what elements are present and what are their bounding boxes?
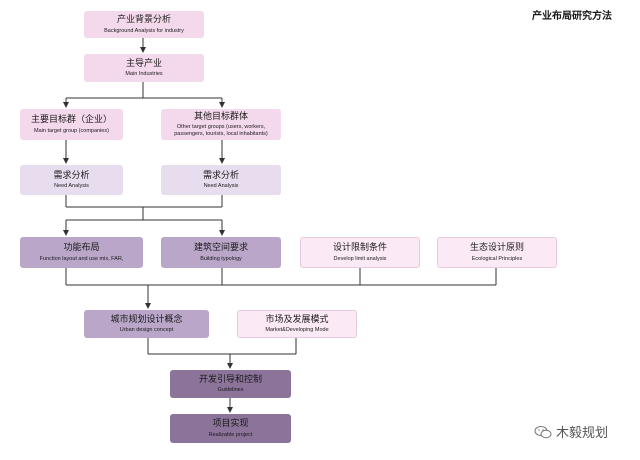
background-analysis-zh: 产业背景分析 [116,15,171,26]
need-analysis-right-box: 需求分析 Need Analysis [161,165,281,195]
market-developing-mode-box: 市场及发展模式 Market&Developing Mode [237,310,357,338]
main-industries-en: Main Industries [125,71,163,78]
other-target-groups-zh: 其他目标群体 [193,112,248,123]
background-analysis-en: Background Analysis for industry [104,27,184,34]
realizable-project-zh: 项目实现 [212,419,249,430]
background-analysis-box: 产业背景分析 Background Analysis for industry [84,11,204,38]
page-title: 产业布局研究方法 [532,11,612,22]
ecological-principles-en: Ecological Principles [471,255,523,262]
function-layout-zh: 功能布局 [63,243,100,254]
need-analysis-left-en: Need Analysis [54,183,89,190]
main-target-group-zh: 主要目标群（企业） [30,115,112,126]
need-analysis-right-en: Need Analysis [203,183,239,190]
develop-limit-box: 设计限制条件 Develop limit analysis [300,237,420,268]
guidelines-zh: 开发引导和控制 [198,374,262,385]
realizable-project-box: 项目实现 Realizable project [170,414,291,443]
urban-design-concept-box: 城市规划设计概念 Urban design concept [84,310,209,338]
develop-limit-en: Develop limit analysis [333,255,387,262]
guidelines-box: 开发引导和控制 Guidelines [170,370,291,398]
ecological-principles-zh: 生态设计原则 [469,243,524,254]
other-target-groups-box: 其他目标群体 Other target groups (users, worke… [161,109,281,140]
main-industries-box: 主导产业 Main Industries [84,54,204,82]
need-analysis-left-zh: 需求分析 [53,170,90,181]
market-developing-mode-zh: 市场及发展模式 [265,314,329,325]
main-industries-zh: 主导产业 [125,58,162,69]
ecological-principles-box: 生态设计原则 Ecological Principles [437,237,557,268]
building-typology-zh: 建筑空间要求 [193,243,248,254]
building-typology-en: Building typology [200,255,242,262]
main-target-group-box: 主要目标群（企业） Main target group (companies) [20,109,123,140]
watermark-text: 木毅规划 [556,426,609,441]
other-target-groups-en: Other target groups (users, workers, pas… [174,124,268,137]
urban-design-concept-en: Urban design concept [119,327,174,334]
function-layout-en: Function layout and use mix, FAR, [39,255,124,262]
urban-design-concept-zh: 城市规划设计概念 [110,314,183,325]
main-target-group-en: Main target group (companies) [34,127,109,134]
function-layout-box: 功能布局 Function layout and use mix, FAR, [20,237,143,268]
realizable-project-en: Realizable project [208,431,253,438]
need-analysis-left-box: 需求分析 Need Analysis [20,165,123,195]
watermark: 木毅规划 [534,422,608,441]
market-developing-mode-en: Market&Developing Mode [265,327,329,334]
building-typology-box: 建筑空间要求 Building typology [161,237,281,268]
develop-limit-zh: 设计限制条件 [332,243,387,254]
guidelines-en: Guidelines [217,387,244,394]
need-analysis-right-zh: 需求分析 [202,170,239,181]
wechat-icon [534,425,552,438]
